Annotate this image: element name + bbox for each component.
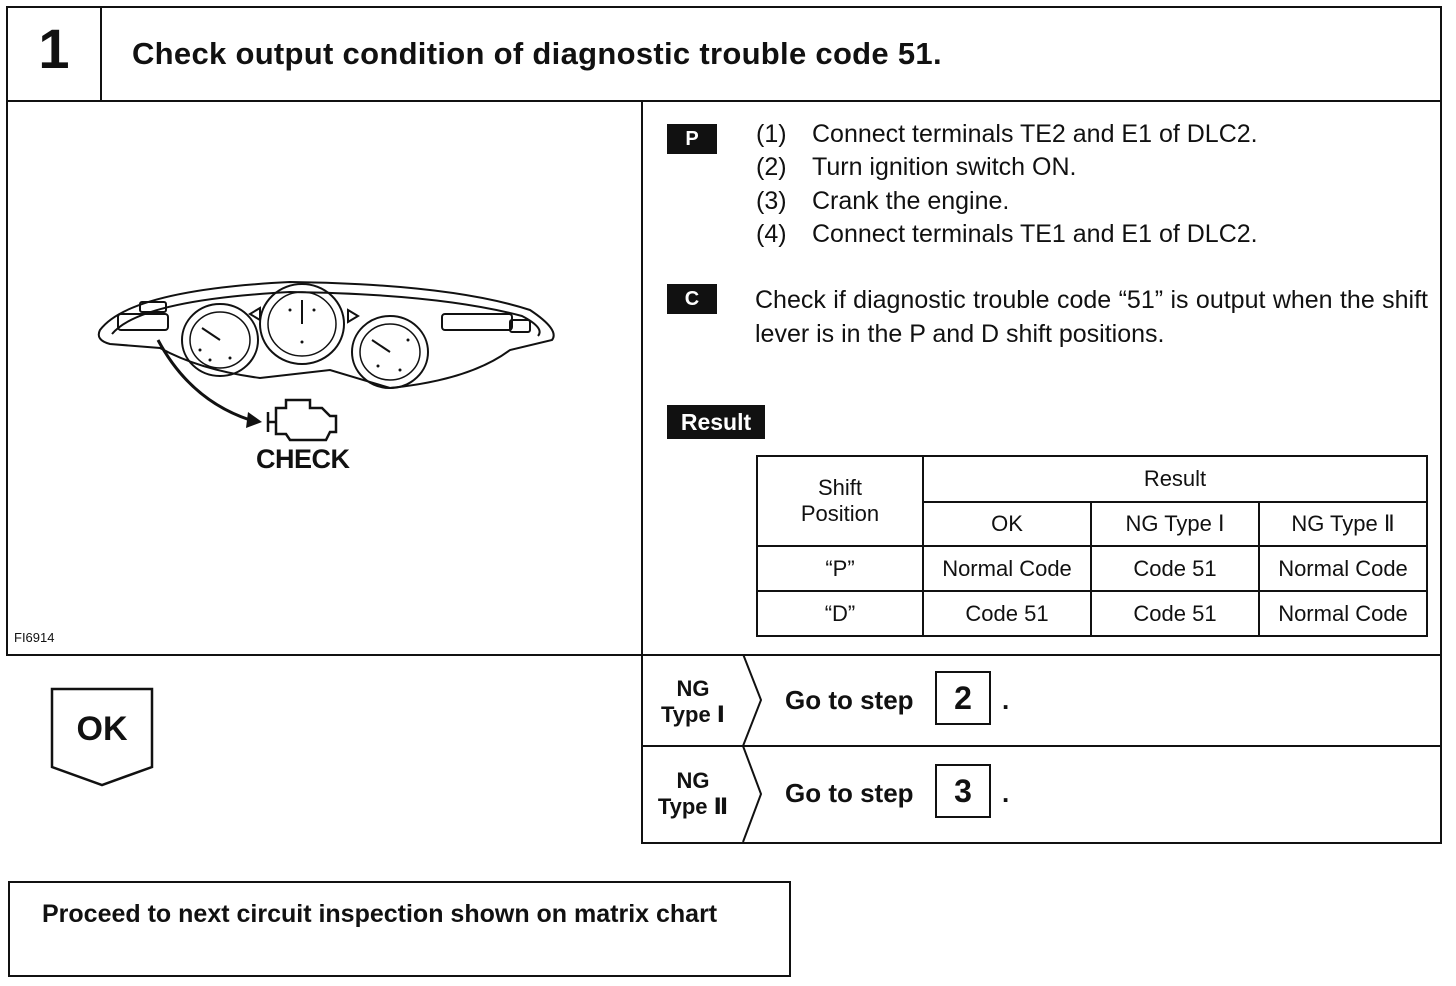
period: . (1002, 685, 1010, 715)
check-instruction: Check if diagnostic trouble code “51” is… (755, 286, 1428, 348)
table-cell: Normal Code (1258, 545, 1428, 592)
proceed-text: Proceed to next circuit inspection shown… (42, 900, 718, 928)
result-label: Result (667, 405, 765, 439)
shift-position-header: Shift Position (756, 455, 924, 547)
table-cell: Code 51 (1090, 545, 1260, 592)
table-cell: Code 51 (1090, 590, 1260, 637)
instrument-cluster-illustration (97, 280, 555, 442)
proceed-box (8, 881, 791, 977)
procedure-step: (3)Crank the engine. (756, 187, 1010, 215)
column-divider (641, 100, 643, 844)
main-panel (6, 100, 1442, 656)
period: . (1002, 778, 1010, 808)
check-marker: C (667, 284, 717, 314)
table-row: “D” Code 51 Code 51 Normal Code (756, 590, 1428, 637)
step-link-2[interactable]: 2 (935, 671, 991, 725)
column-header: OK (922, 501, 1092, 547)
ng-divider (641, 745, 1442, 747)
column-header: NG Type Ⅰ (1090, 501, 1260, 547)
table-cell: “P” (756, 545, 924, 592)
ok-chevron (50, 687, 154, 787)
procedure-step: (1)Connect terminals TE2 and E1 of DLC2. (756, 120, 1258, 148)
table-cell: “D” (756, 590, 924, 637)
ng-chevrons (742, 654, 763, 843)
figure-code: FI6914 (14, 630, 55, 645)
engine-icon (266, 398, 338, 442)
procedure-step: (2)Turn ignition switch ON. (756, 153, 1077, 181)
step-link-3[interactable]: 3 (935, 764, 991, 818)
goto-text: Go to step (785, 685, 914, 715)
table-cell: Normal Code (922, 545, 1092, 592)
result-table: Shift Position Result OK NG Type Ⅰ NG Ty… (756, 455, 1428, 637)
procedure-marker: P (667, 124, 717, 154)
ok-label: OK (76, 710, 128, 748)
table-row: “P” Normal Code Code 51 Normal Code (756, 545, 1428, 592)
check-engine-label: CHECK (256, 444, 350, 474)
ng-branches (641, 654, 1442, 844)
table-cell: Code 51 (922, 590, 1092, 637)
procedure-step: (4)Connect terminals TE1 and E1 of DLC2. (756, 220, 1258, 248)
step-number-box (6, 6, 102, 102)
table-cell: Normal Code (1258, 590, 1428, 637)
column-header: NG Type Ⅱ (1258, 501, 1428, 547)
result-header: Result (922, 455, 1428, 503)
goto-text: Go to step (785, 778, 914, 808)
step-title: Check output condition of diagnostic tro… (132, 36, 942, 71)
step-number: 1 (38, 17, 70, 80)
